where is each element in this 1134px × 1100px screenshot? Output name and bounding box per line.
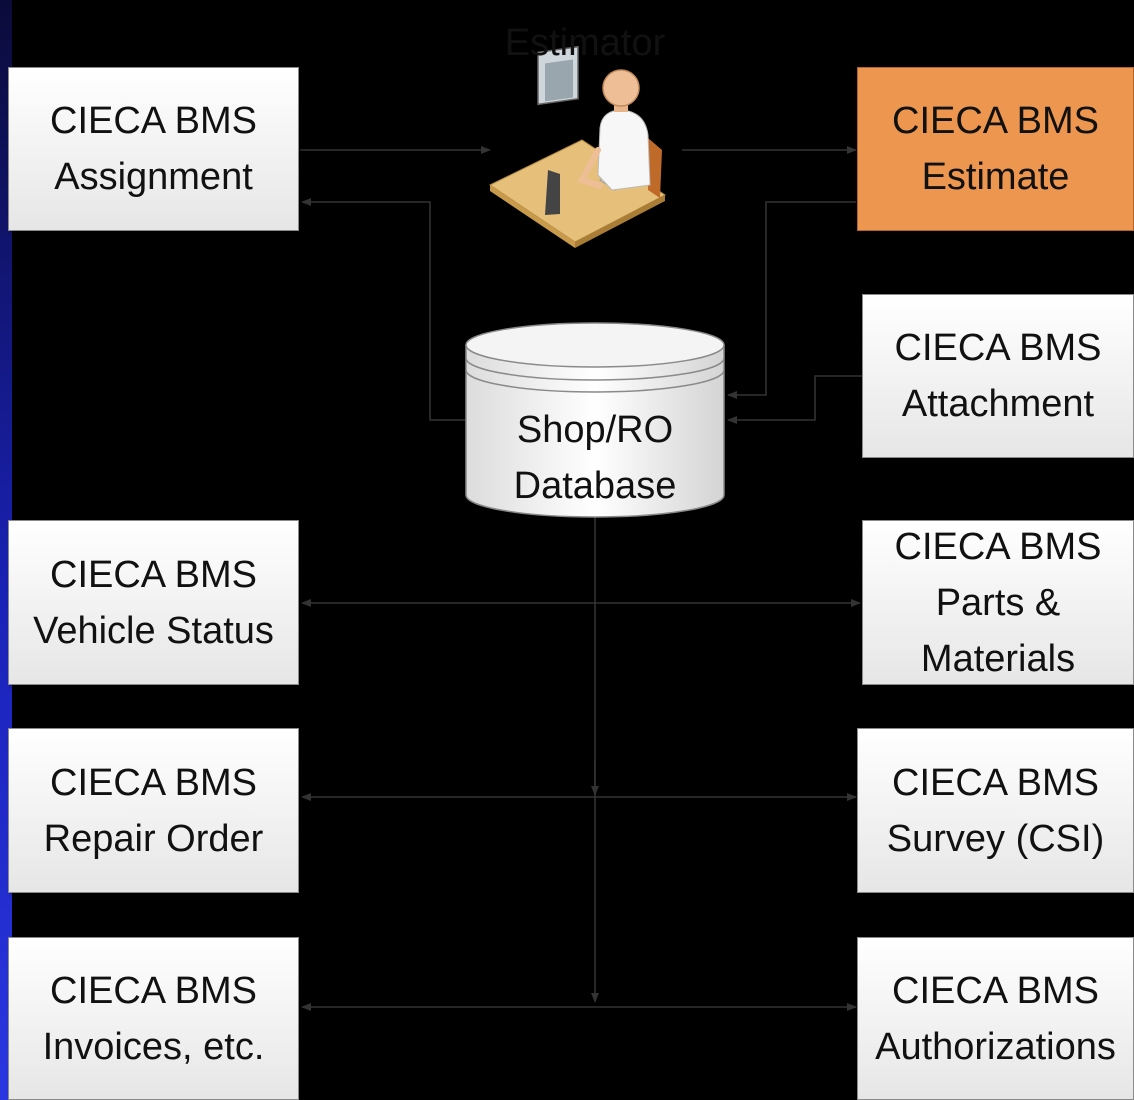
attachment-line1: CIECA BMS: [894, 327, 1102, 369]
database-label: Shop/RO Database: [466, 402, 724, 514]
assignment-line2: Assignment: [54, 156, 253, 198]
survey-line1: CIECA BMS: [892, 761, 1099, 804]
attachment-box: CIECA BMS Attachment: [862, 294, 1134, 458]
invoices-box: CIECA BMS Invoices, etc.: [8, 937, 299, 1100]
repair-order-line1: CIECA BMS: [50, 761, 257, 804]
estimate-line2: Estimate: [921, 156, 1070, 198]
authorizations-line1: CIECA BMS: [892, 969, 1099, 1012]
assignment-box: CIECA BMS Assignment: [8, 67, 299, 231]
parts-line1: CIECA BMS: [894, 525, 1102, 568]
survey-line2: Survey (CSI): [886, 817, 1105, 860]
estimator-label: Estimator: [504, 22, 666, 64]
vehicle-status-box: CIECA BMS Vehicle Status: [8, 520, 299, 685]
database-label-line2: Database: [513, 465, 677, 507]
estimate-box: CIECA BMS Estimate: [857, 67, 1134, 231]
person-at-computer-icon: [489, 45, 666, 248]
invoices-line1: CIECA BMS: [50, 969, 257, 1012]
database-cylinder-icon: [465, 322, 725, 518]
assignment-line1: CIECA BMS: [50, 100, 257, 142]
arrow-database-to-assignment: [301, 198, 466, 421]
survey-box: CIECA BMS Survey (CSI): [857, 728, 1134, 893]
invoices-line2: Invoices, etc.: [42, 1025, 265, 1068]
parts-materials-box: CIECA BMS Parts & Materials: [862, 520, 1134, 685]
top-bar: [0, 0, 1134, 8]
parts-line2: Parts &: [935, 581, 1061, 624]
repair-order-box: CIECA BMS Repair Order: [8, 728, 299, 893]
authorizations-line2: Authorizations: [875, 1025, 1116, 1068]
vehicle-status-line2: Vehicle Status: [33, 609, 274, 652]
repair-order-line2: Repair Order: [43, 817, 264, 860]
estimate-line1: CIECA BMS: [892, 100, 1099, 142]
parts-line3: Materials: [920, 637, 1076, 680]
arrow-attachment-to-database: [727, 375, 862, 424]
arrow-estimate-to-database: [727, 201, 856, 399]
vehicle-status-line1: CIECA BMS: [50, 553, 257, 596]
database-label-line1: Shop/RO: [516, 409, 674, 451]
authorizations-box: CIECA BMS Authorizations: [857, 937, 1134, 1100]
attachment-line2: Attachment: [901, 383, 1095, 425]
